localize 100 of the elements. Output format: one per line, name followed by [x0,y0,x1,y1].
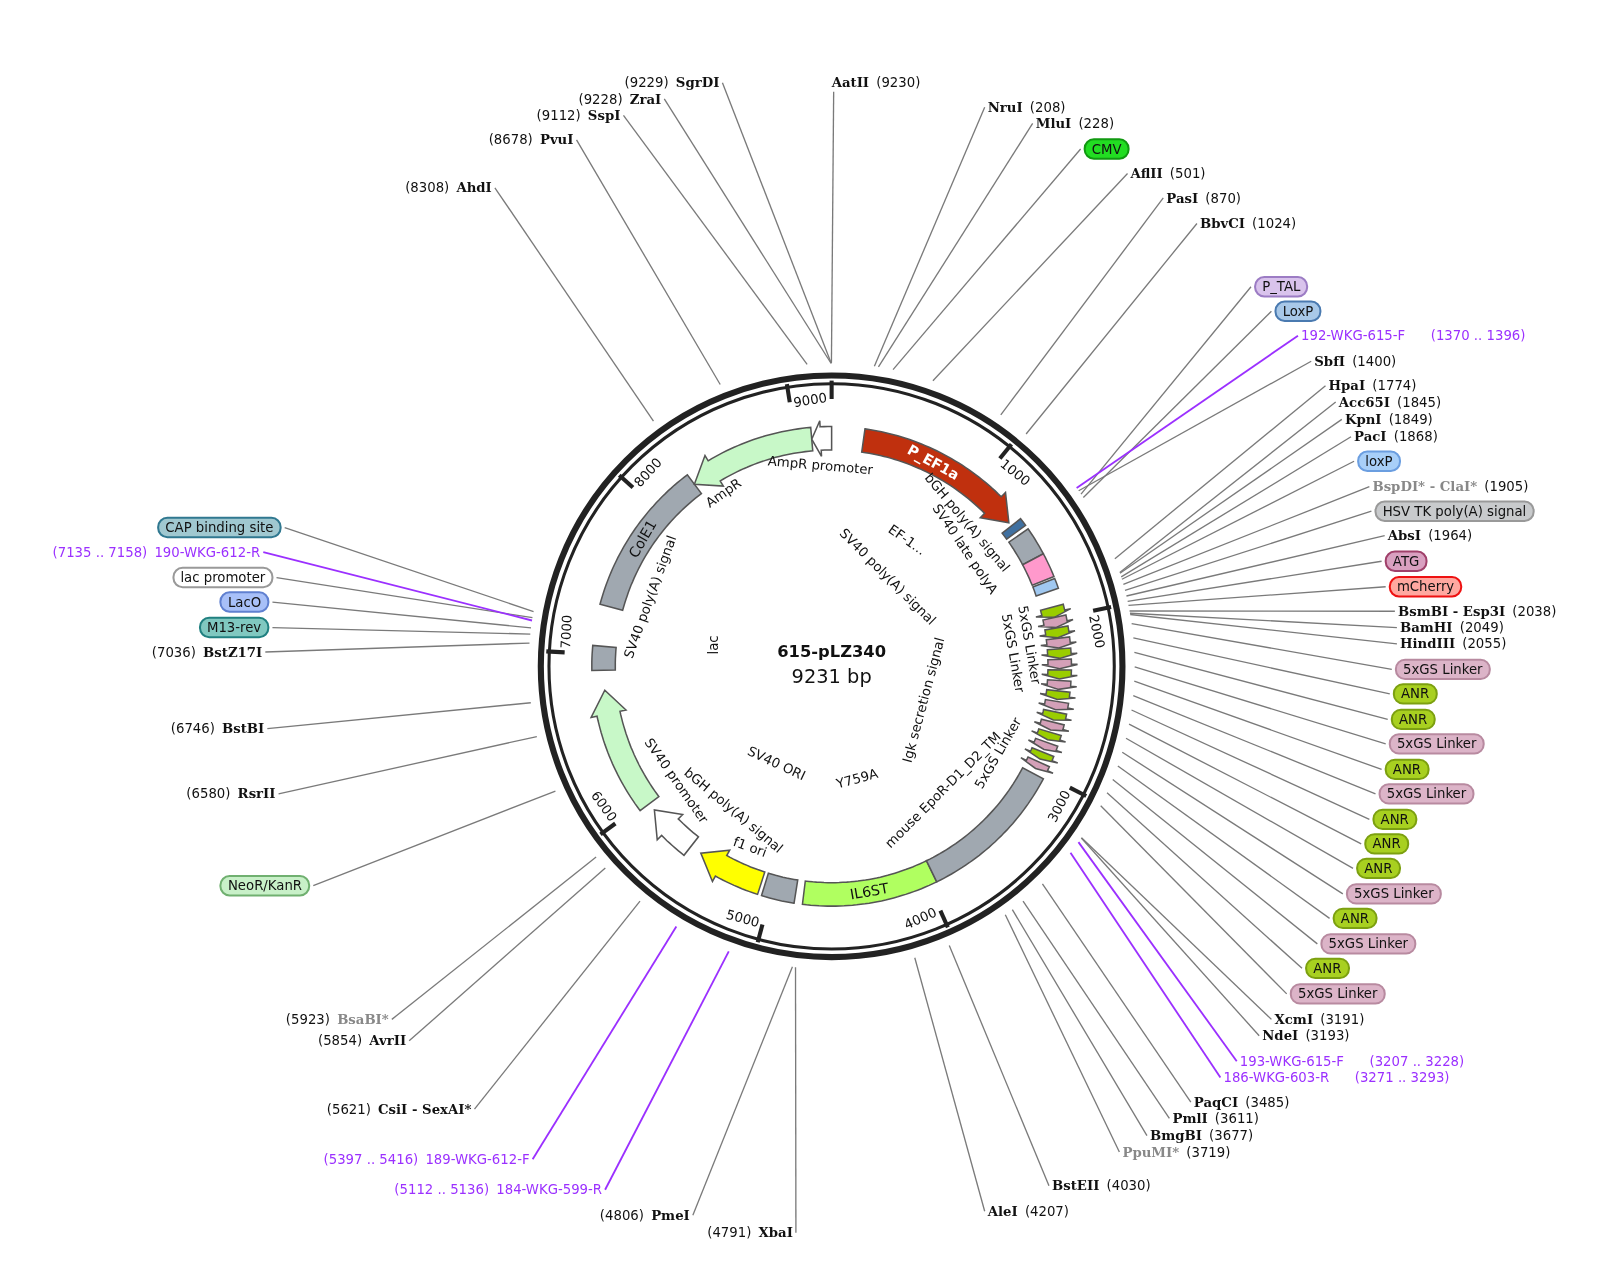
enzyme-name: KpnI [1344,411,1382,428]
leader-line [1129,613,1398,645]
feature-label: CAP binding site [157,516,282,539]
leader-line [271,601,532,629]
site-position: (1774) [1372,378,1417,394]
leader-line [1078,360,1312,492]
site-position: (8308) [405,180,450,196]
enzyme-name: AbsI [1387,528,1421,544]
directional-feature [1030,727,1067,743]
leader-line [1124,510,1373,591]
leader-line [692,966,794,1216]
leader-line [284,526,535,613]
enzyme-name: RsrII [237,786,276,802]
directional-feature [1020,755,1054,775]
enzyme-name: PmeI [651,1207,690,1223]
leader-line [1132,637,1391,695]
leader-line [494,187,655,422]
enzyme-name: XbaI [758,1225,793,1241]
leader-line [1112,778,1318,945]
leader-line [1133,680,1383,771]
feature-name: Y759A [834,765,880,792]
primer-range: (3207 .. 3228) [1369,1053,1465,1069]
feature-label: ANR [1390,708,1436,731]
enzyme-name: Acc65I [1338,394,1390,410]
enzyme-name: PacI [1354,429,1387,445]
feature-label: ANR [1305,957,1350,980]
feature-block [591,644,617,672]
site-position: (501) [1169,165,1206,182]
enzyme-name: NruI [987,99,1023,115]
leader-line [391,856,597,1021]
leader-line [271,626,531,635]
leader-line [794,966,797,1234]
site-position: (2049) [1459,619,1504,636]
leader-line [1041,883,1192,1103]
primer-name: 193-WKG-615-F [1239,1053,1344,1069]
directional-feature [1033,718,1070,732]
feature-block [760,872,799,905]
site-position: (9229) [624,75,669,91]
leader-line [1077,841,1238,1063]
leader-line [1122,486,1371,585]
enzyme-name: HindIII [1400,636,1456,652]
feature-block [1031,577,1060,597]
site-position: (7036) [151,644,196,660]
leader-line [1011,908,1148,1137]
feature-block [1021,552,1055,587]
feature-label: mCherry [1388,576,1463,598]
enzyme-name: BbvCI [1200,215,1245,232]
leader-line [1025,222,1198,435]
feature-label: 5xGS Linker [1394,658,1491,681]
enzyme-name: AatII [831,75,870,91]
directional-feature [1038,625,1076,639]
site-position: (3719) [1186,1144,1231,1160]
primer-name: 192-WKG-615-F [1301,328,1406,344]
leader-line [275,576,534,619]
enzyme-name: SgrDI [675,75,720,91]
leader-line [948,944,1050,1187]
site-position: (3191) [1320,1011,1365,1028]
directional-feature [1037,614,1074,629]
feature-label: 5xGS Linker [1345,883,1442,905]
feature-label: ANR [1384,758,1430,781]
site-position: (1964) [1428,528,1473,544]
scale-number: 4000 [902,904,940,933]
feature-block [1001,517,1027,541]
leader-line [830,91,835,364]
primer-range: (1370 .. 1396) [1430,328,1526,344]
enzyme-name: HpaI [1328,378,1366,394]
feature-label: loxP [1357,450,1401,472]
site-position: (9230) [876,75,921,91]
feature-label: 5xGS Linker [1388,733,1485,755]
scale-number: 9000 [792,389,829,410]
primer-name: 184-WKG-599-R [496,1182,603,1198]
enzyme-name: CsiI - SexAI* [378,1101,472,1117]
feature-label: HSV TK poly(A) signal [1374,500,1535,522]
scale-number: 5000 [724,906,761,931]
site-position: (5923) [285,1011,330,1028]
site-position: (870) [1205,190,1242,206]
site-position: (5621) [326,1101,371,1117]
leader-line [721,82,832,364]
site-position: (4207) [1024,1203,1069,1219]
leader-line [277,735,538,795]
leader-line [1004,914,1121,1153]
feature-label: ANR [1392,683,1438,705]
feature-label: lac promoter [172,566,274,589]
directional-feature [1040,678,1078,691]
leader-line [266,702,532,730]
leader-line [473,900,641,1110]
enzyme-name: BmgBI [1150,1128,1202,1144]
site-position: (1849) [1388,411,1433,428]
feature-label: LacO [219,591,270,613]
leader-line [1128,723,1362,845]
leader-line [1022,900,1171,1120]
leader-line [1121,460,1355,580]
enzyme-name: PasI [1166,190,1199,206]
leader-line [1128,610,1396,612]
leader-line [1080,286,1252,495]
site-position: (208) [1029,99,1066,115]
leader-line [1132,694,1377,795]
leader-line [1117,765,1331,920]
leader-line [1127,586,1387,606]
feature-label: 5xGS Linker [1289,983,1386,1005]
